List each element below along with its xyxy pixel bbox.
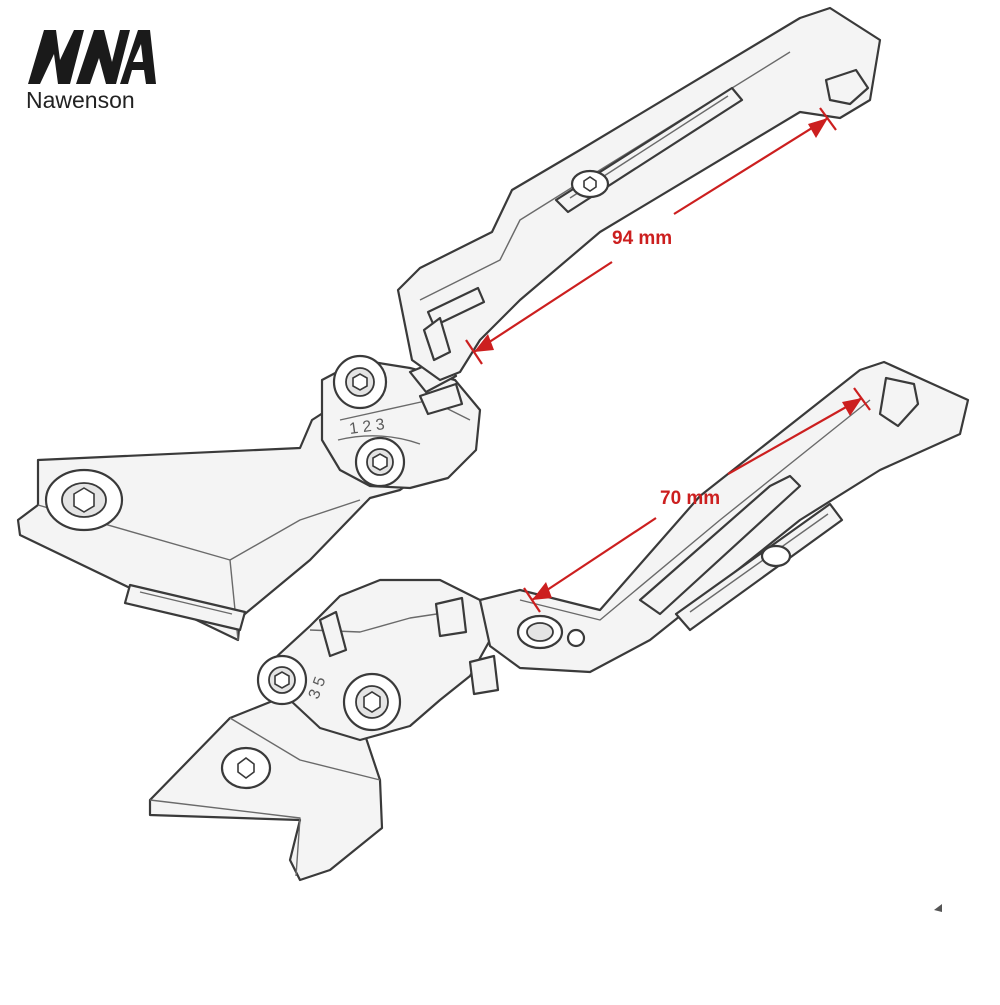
logo-mark-icon [28,30,156,84]
svg-text:1 2 3: 1 2 3 [348,416,386,438]
brand-name: Nawenson [26,87,135,113]
dimension-line-segment [727,397,863,475]
dimension-label-lower: 70 mm [660,488,720,509]
brand-logo: Nawenson [26,30,156,113]
dimension-line-segment [531,517,657,601]
arrow-head-icon [842,398,862,416]
upper-lever-sketch: 1 2 3 [16,6,882,642]
arrow-head-icon [532,582,552,600]
corner-mark-icon [934,904,942,912]
dimension-tick [853,387,871,411]
arrow-head-icon [474,334,494,352]
dimension-tick [819,107,837,131]
dimension-70mm: 70 mm [523,387,871,613]
dimension-line-segment [673,117,829,215]
lower-lever-sketch: 3 5 [148,360,970,882]
arrow-head-icon [808,118,828,138]
dimension-line-segment [473,261,613,353]
svg-text:3 5: 3 5 [306,675,330,702]
dimension-94mm: 94 mm [465,107,837,365]
dimension-annotations: 94 mm 70 mm [465,107,871,613]
dimension-label-upper: 94 mm [612,228,672,249]
